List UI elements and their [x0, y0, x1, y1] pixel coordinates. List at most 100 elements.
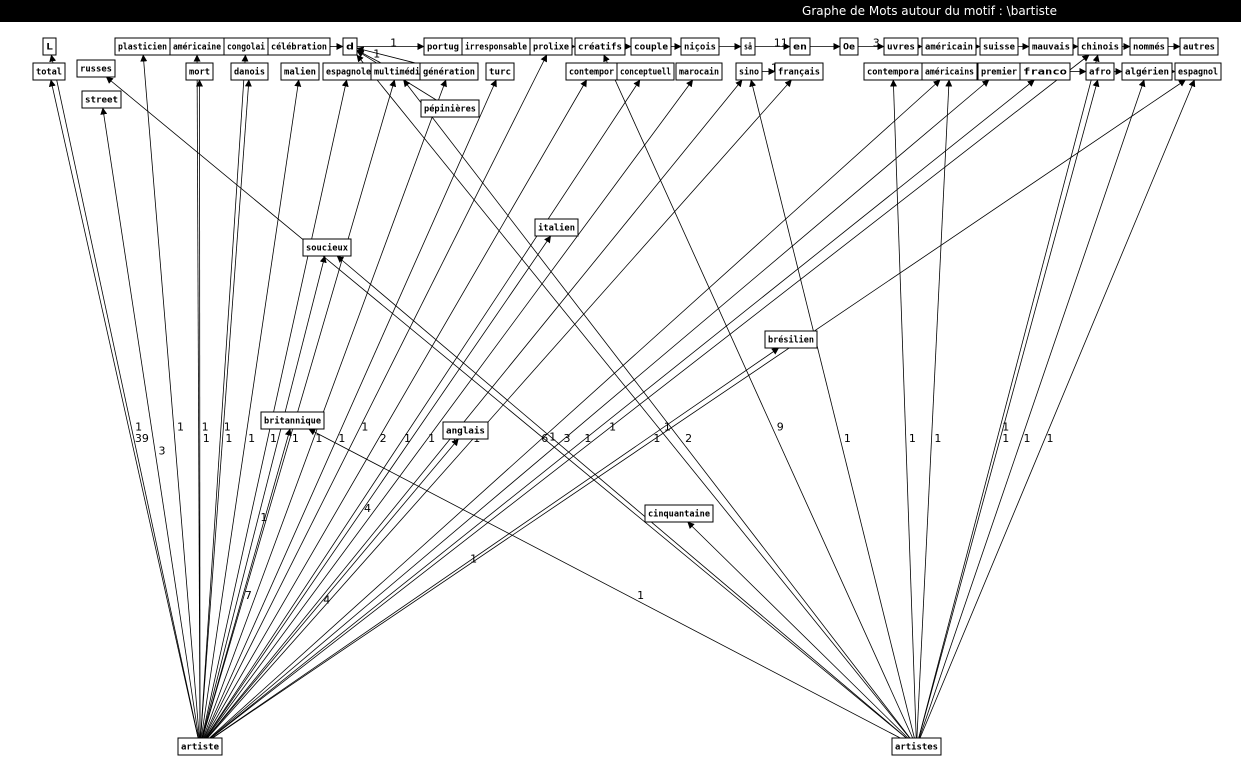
edge-label: 1 [260, 511, 267, 524]
edge-artiste-conceptuell [205, 79, 641, 739]
node-americains[interactable]: américains [921, 62, 978, 81]
node-congolai[interactable]: congolai [223, 37, 269, 56]
node-contempora2[interactable]: contempora [863, 62, 923, 81]
node-marocain[interactable]: marocain [675, 62, 723, 81]
node-nommes[interactable]: nommés [1129, 37, 1169, 56]
node-plasticien[interactable]: plasticien [114, 37, 171, 56]
node-mort[interactable]: mort [185, 62, 214, 81]
node-nicois[interactable]: niçois [680, 37, 720, 56]
node-americain[interactable]: américain [921, 37, 977, 56]
node-russes[interactable]: russes [76, 59, 116, 78]
edge-artistes-d [356, 54, 910, 739]
node-label: d [346, 43, 354, 53]
node-generation[interactable]: génération [419, 62, 479, 81]
title-bar: Graphe de Mots autour du motif : \bartis… [0, 0, 1241, 22]
node-artiste[interactable]: artiste [177, 737, 223, 756]
node-label: plasticien [118, 42, 167, 53]
edge-artistes-afro [918, 79, 1100, 739]
edge-label: 3 [873, 37, 880, 50]
edge-artistes-creatifs [603, 54, 914, 739]
node-street[interactable]: street [81, 90, 122, 109]
node-multimedi[interactable]: multimédi [370, 62, 424, 81]
edge-artiste-italien [205, 235, 551, 739]
node-franco[interactable]: franco [1019, 62, 1071, 81]
node-contempor[interactable]: contempor [565, 62, 618, 81]
node-box [442, 421, 489, 440]
node-celebration[interactable]: célébration [267, 37, 331, 56]
node-uvres[interactable]: uvres [883, 37, 919, 56]
node-cinquantaine[interactable]: cinquantaine [644, 504, 714, 523]
node-box [420, 99, 480, 118]
node-turc[interactable]: turc [485, 62, 515, 81]
edge-label: 2 [380, 432, 387, 445]
node-label: russes [80, 65, 112, 75]
edge-label: 1 [292, 432, 299, 445]
node-danois[interactable]: danois [230, 62, 269, 81]
node-creatifs[interactable]: créatifs [574, 37, 626, 56]
edge-artiste-espagnol [212, 79, 1186, 739]
node-algerien[interactable]: algérien [1121, 62, 1173, 81]
edge-artistes-multimedi [403, 79, 911, 739]
node-artistes[interactable]: artistes [891, 737, 942, 756]
edge-artiste-premier [209, 79, 990, 739]
edge-label: 1 [664, 421, 671, 434]
edge-artiste-total [48, 79, 199, 739]
node-italien[interactable]: italien [534, 218, 579, 237]
node-portug[interactable]: portug [423, 37, 463, 56]
node-label: total [36, 68, 62, 78]
node-box [280, 62, 320, 81]
node-francais[interactable]: français [774, 62, 824, 81]
edge-label: 1 [909, 432, 916, 445]
node-box [185, 62, 214, 81]
edge-label: 1 [653, 432, 660, 445]
node-box [574, 37, 626, 56]
node-box [644, 504, 714, 523]
node-label: sino [739, 67, 759, 78]
node-box [891, 737, 942, 756]
node-box [42, 37, 57, 56]
node-couple[interactable]: couple [630, 37, 672, 56]
node-en[interactable]: en [789, 37, 811, 56]
node-box [675, 62, 723, 81]
node-box [1077, 37, 1123, 56]
node-malien[interactable]: malien [280, 62, 320, 81]
edge-artistes-americains [916, 79, 953, 739]
edge-label: 2 [685, 432, 692, 445]
node-espagnole[interactable]: espagnole [322, 62, 375, 81]
node-L[interactable]: L [42, 37, 57, 56]
node-britannique[interactable]: britannique [260, 411, 325, 430]
node-box [979, 37, 1019, 56]
node-afro[interactable]: afro [1085, 62, 1115, 81]
edge-artiste-congolai [200, 54, 249, 739]
node-box [1129, 37, 1169, 56]
node-chinois[interactable]: chinois [1077, 37, 1123, 56]
node-espagnol[interactable]: espagnol [1174, 62, 1222, 81]
node-irresponsable[interactable]: irresponsable [461, 37, 531, 56]
node-Oe[interactable]: Oe [839, 37, 859, 56]
node-anglais[interactable]: anglais [442, 421, 489, 440]
node-label: célébration [271, 42, 327, 53]
node-label: nommés [1133, 42, 1165, 53]
node-bresilien[interactable]: brésilien [764, 330, 818, 349]
node-d[interactable]: d [342, 37, 358, 56]
node-soucieux[interactable]: soucieux [302, 238, 352, 257]
node-sa[interactable]: sâ [740, 37, 756, 56]
node-conceptuell[interactable]: conceptuell [616, 62, 675, 81]
node-pepinieres[interactable]: pépinières [420, 99, 480, 118]
edge-label: 1 [373, 47, 380, 60]
edge-label: 1 [1024, 432, 1031, 445]
node-prolixe[interactable]: prolixe [529, 37, 573, 56]
node-americaine[interactable]: américaine [169, 37, 225, 56]
window-title: Graphe de Mots autour du motif : \bartis… [802, 4, 1057, 18]
node-autres[interactable]: autres [1179, 37, 1219, 56]
edge-artiste-anglais [206, 438, 459, 739]
node-box [485, 62, 515, 81]
node-box [260, 411, 325, 430]
node-suisse[interactable]: suisse [979, 37, 1019, 56]
node-premier[interactable]: premier [977, 62, 1021, 81]
node-mauvais[interactable]: mauvais [1028, 37, 1074, 56]
node-total[interactable]: total [32, 62, 66, 81]
node-box [789, 37, 811, 56]
node-box [177, 737, 223, 756]
node-sino[interactable]: sino [735, 62, 763, 81]
